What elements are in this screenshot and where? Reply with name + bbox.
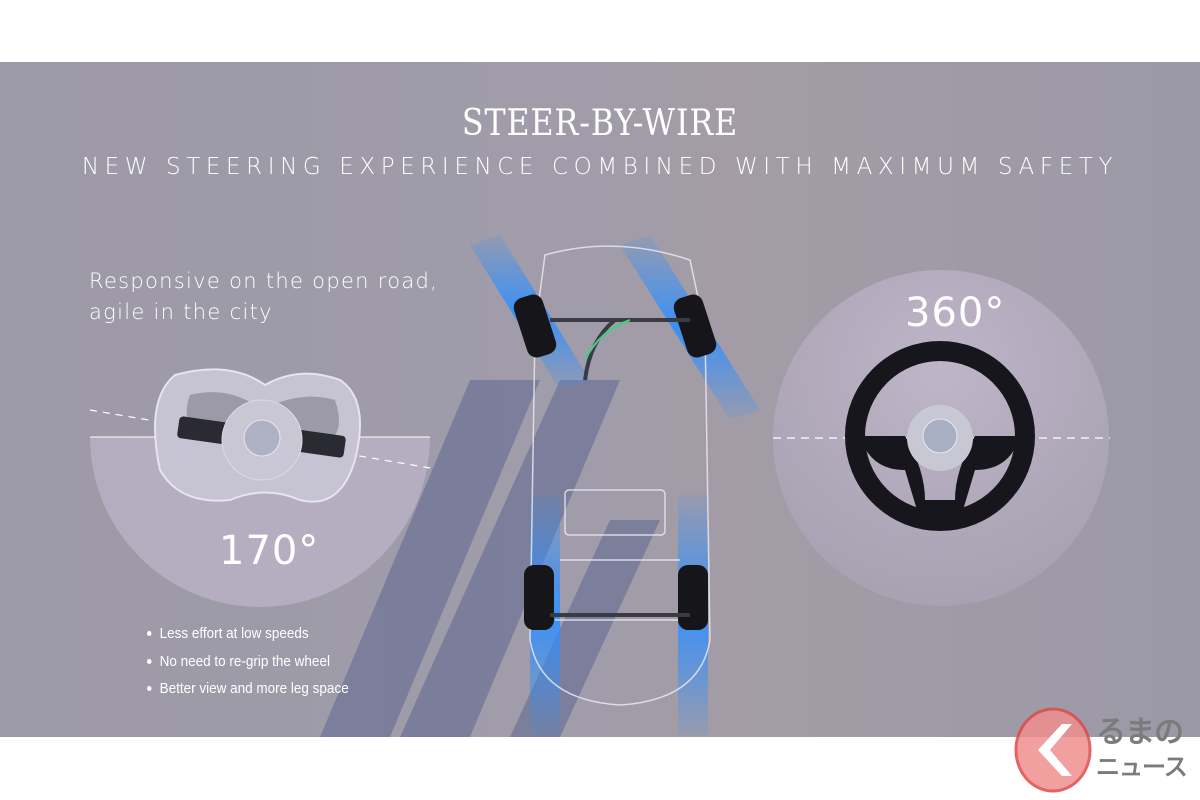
round-steering-wheel <box>845 341 1035 531</box>
page-subtitle: NEW STEERING EXPERIENCE COMBINED WITH MA… <box>81 154 1119 180</box>
car-top-view <box>529 245 711 706</box>
page-title: STEER-BY-WIRE <box>461 103 739 144</box>
tagline: Responsive on the open road, agile in th… <box>89 266 438 328</box>
benefits-list: Less effort at low speeds No need to re-… <box>147 620 371 703</box>
list-item: Less effort at low speeds <box>147 620 349 648</box>
infographic-panel <box>0 62 1200 737</box>
bullet-text: Less effort at low speeds <box>159 625 309 643</box>
bullet-text: No need to re-grip the wheel <box>159 652 330 670</box>
list-item: Better view and more leg space <box>147 675 349 703</box>
bullet-icon <box>147 631 152 637</box>
kuruma-news-logo-icon <box>1014 707 1092 793</box>
list-item: No need to re-grip the wheel <box>147 648 349 676</box>
tagline-line-2: agile in the city <box>89 300 273 324</box>
mercedes-star-logo-left <box>243 419 281 457</box>
mercedes-star-logo-right <box>922 418 958 454</box>
watermark-line-2: ニュース <box>1096 753 1188 781</box>
angle-170-label: 170° <box>219 528 320 574</box>
angle-360-label: 360° <box>905 290 1006 336</box>
wire-connection <box>584 319 631 361</box>
bullet-text: Better view and more leg space <box>159 680 349 698</box>
watermark-line-1: るまの <box>1096 715 1184 750</box>
illustration <box>89 235 1110 737</box>
car-wheels <box>513 294 717 630</box>
yoke-steering-wheel <box>154 368 361 503</box>
tagline-line-1: Responsive on the open road, <box>89 269 439 293</box>
bullet-icon <box>147 658 152 664</box>
bullet-icon <box>147 686 152 692</box>
watermark-text: るまの ニュース <box>1096 715 1188 784</box>
